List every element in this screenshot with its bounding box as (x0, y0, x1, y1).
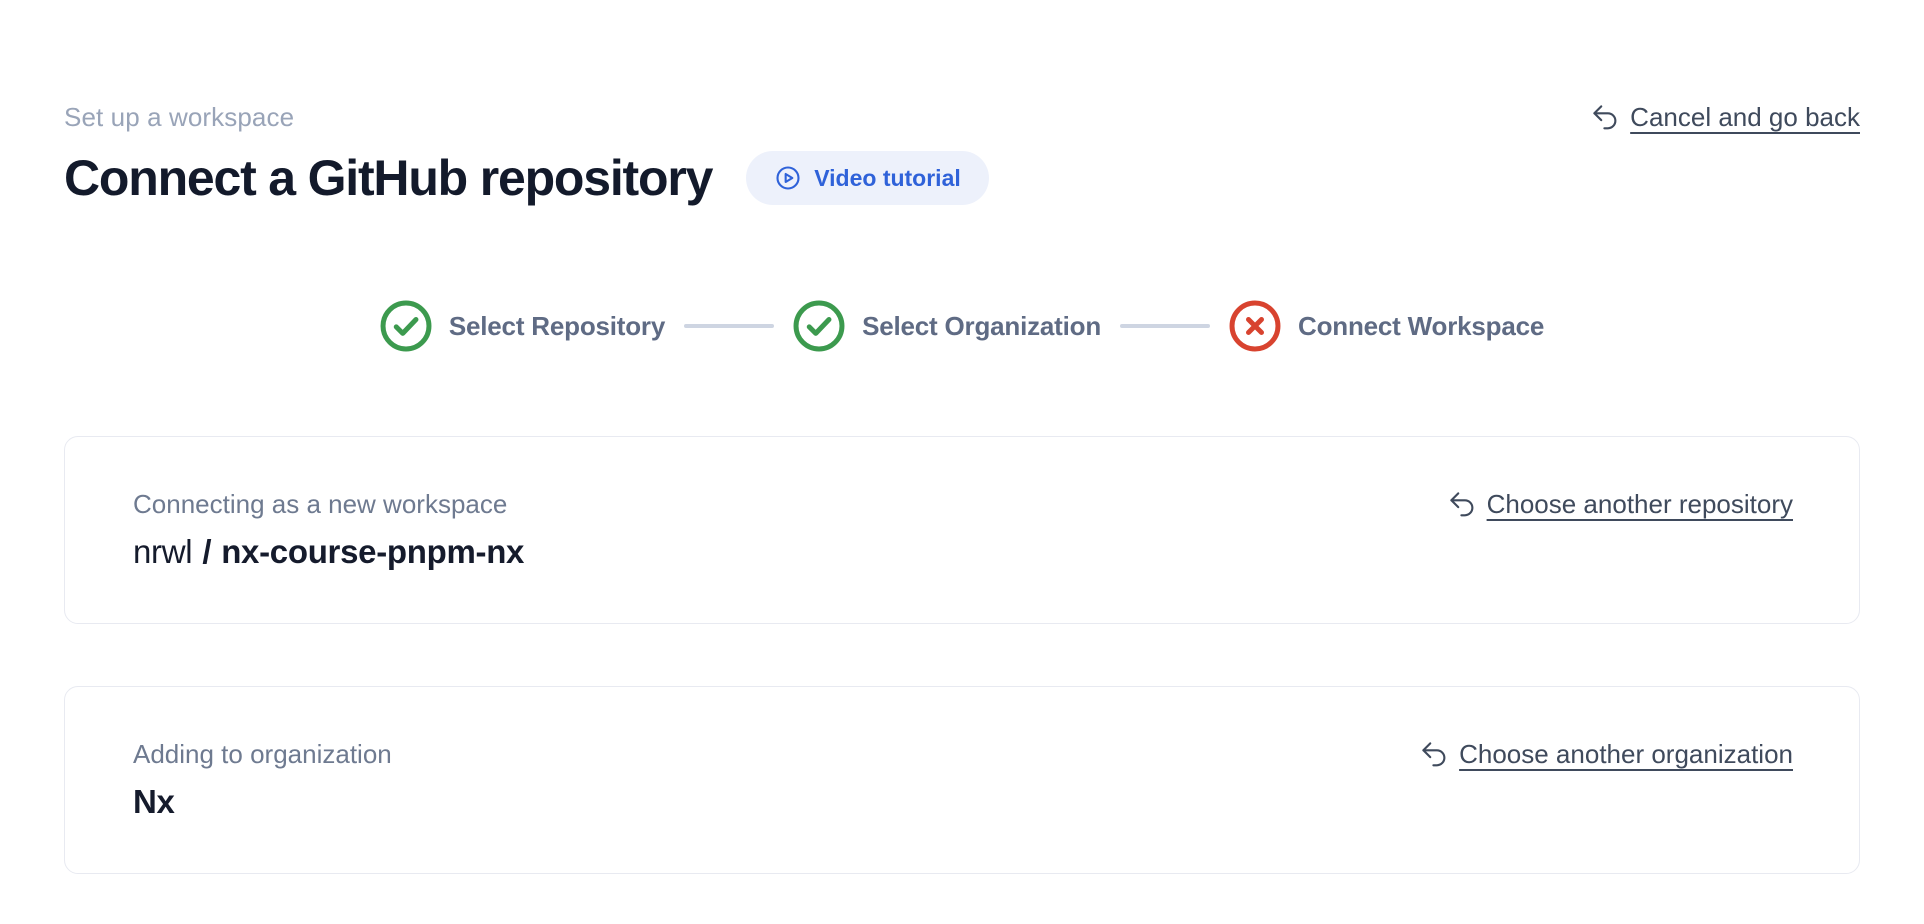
undo-arrow-icon (1590, 102, 1620, 132)
cancel-and-go-back-link[interactable]: Cancel and go back (1590, 100, 1860, 134)
step-label: Connect Workspace (1298, 310, 1545, 341)
setup-stepper: Select Repository Select Organization (64, 300, 1860, 352)
repository-card-label: Connecting as a new workspace (133, 489, 508, 519)
repository-name: nx-course-pnpm-nx (221, 533, 525, 570)
step-select-repository: Select Repository (380, 300, 665, 352)
play-circle-icon (774, 164, 802, 192)
repository-full-name: nrwl/nx-course-pnpm-nx (133, 530, 524, 573)
choose-another-repository-link[interactable]: Choose another repository (1447, 487, 1793, 521)
choose-another-organization-label: Choose another organization (1459, 739, 1793, 769)
choose-another-organization-link[interactable]: Choose another organization (1419, 737, 1793, 771)
repository-owner: nrwl (133, 533, 193, 570)
repository-card-info: Connecting as a new workspace nrwl/nx-co… (133, 487, 524, 573)
video-tutorial-button[interactable]: Video tutorial (746, 151, 989, 205)
step-complete-icon (793, 300, 845, 352)
undo-arrow-icon (1419, 739, 1449, 769)
title-row: Connect a GitHub repository Video tutori… (64, 148, 1860, 208)
step-label: Select Repository (448, 310, 666, 341)
stepper-connector (684, 324, 775, 328)
header-row: Set up a workspace Cancel and go back (64, 100, 1860, 134)
organization-card: Adding to organization Nx Choose another… (64, 686, 1860, 874)
step-complete-icon (380, 300, 432, 352)
page-eyebrow: Set up a workspace (64, 102, 295, 132)
stepper-connector (1120, 324, 1211, 328)
step-label: Select Organization (862, 310, 1102, 341)
repository-card: Connecting as a new workspace nrwl/nx-co… (64, 436, 1860, 624)
choose-another-repository-label: Choose another repository (1486, 489, 1793, 519)
undo-arrow-icon (1447, 489, 1477, 519)
organization-name: Nx (133, 783, 175, 820)
step-select-organization: Select Organization (793, 300, 1101, 352)
step-error-icon (1229, 300, 1281, 352)
organization-card-info: Adding to organization Nx (133, 737, 392, 823)
repository-separator: / (202, 533, 212, 570)
video-tutorial-label: Video tutorial (814, 164, 961, 191)
organization-card-label: Adding to organization (133, 739, 392, 769)
cancel-link-label: Cancel and go back (1630, 102, 1860, 132)
page-title: Connect a GitHub repository (64, 150, 713, 206)
step-connect-workspace: Connect Workspace (1229, 300, 1544, 352)
